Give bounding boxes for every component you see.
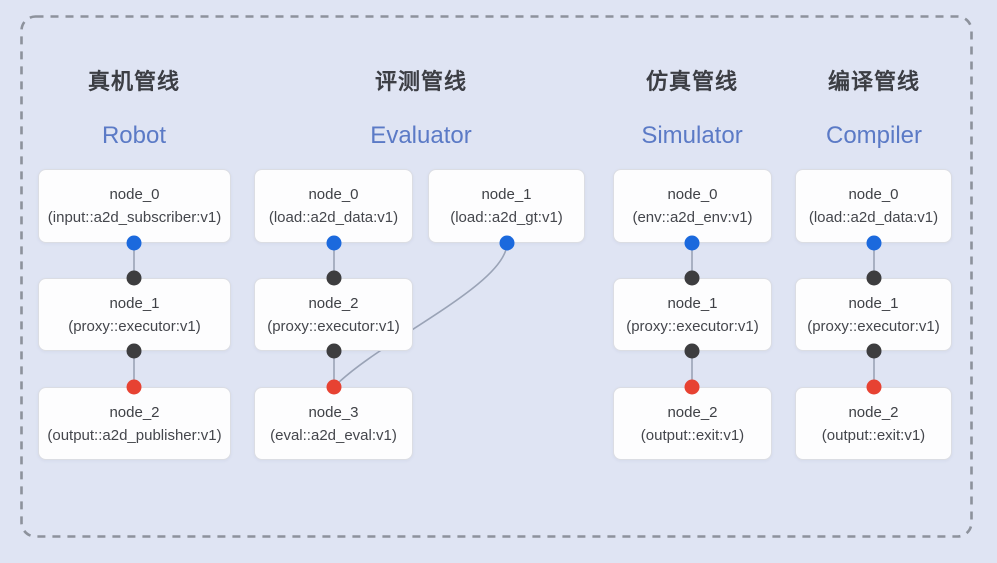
port-out-black-dot	[684, 343, 700, 359]
port-in-red-dot	[326, 379, 342, 395]
node-box-evaluator-0: node_0 (load::a2d_data:v1)	[254, 169, 413, 243]
dashed-border	[20, 15, 973, 538]
node-type: (load::a2d_gt:v1)	[450, 209, 563, 226]
node-box-simulator-1: node_1 (proxy::executor:v1)	[613, 278, 772, 351]
port-in-black-dot	[326, 270, 342, 286]
node-type: (input::a2d_subscriber:v1)	[47, 209, 222, 226]
node-type: (output::a2d_publisher:v1)	[47, 426, 222, 444]
node-name: node_0	[109, 186, 160, 203]
node-type: (proxy::executor:v1)	[807, 317, 940, 335]
node-name: node_2	[109, 403, 160, 421]
node-box-evaluator-3: node_3 (eval::a2d_eval:v1)	[254, 387, 413, 460]
node-name: node_2	[667, 403, 718, 421]
pipeline-title-cn-simulator: 仿真管线	[645, 69, 739, 94]
port-out-blue-dot	[866, 235, 882, 251]
port-out-blue-dot	[684, 235, 700, 251]
node-name: node_0	[667, 186, 718, 203]
port-out-blue-dot	[499, 235, 515, 251]
port-in-red-dot	[684, 379, 700, 395]
node-box-simulator-0: node_0 (env::a2d_env:v1)	[613, 169, 772, 243]
node-type: (load::a2d_data:v1)	[268, 209, 399, 226]
node-type: (proxy::executor:v1)	[626, 317, 759, 335]
port-in-black-dot	[684, 270, 700, 286]
node-box-robot-1: node_1 (proxy::executor:v1)	[38, 278, 231, 351]
node-box-evaluator-1: node_1 (load::a2d_gt:v1)	[428, 169, 585, 243]
node-box-robot-0: node_0 (input::a2d_subscriber:v1)	[38, 169, 231, 243]
node-box-robot-2: node_2 (output::a2d_publisher:v1)	[38, 387, 231, 460]
node-type: (proxy::executor:v1)	[267, 317, 400, 335]
node-type: (load::a2d_data:v1)	[808, 209, 939, 226]
node-type: (output::exit:v1)	[821, 426, 926, 444]
port-in-red-dot	[126, 379, 142, 395]
node-box-compiler-2: node_2 (output::exit:v1)	[795, 387, 952, 460]
pipeline-title-en-simulator: Simulator	[641, 122, 743, 149]
pipeline-title-en-robot: Robot	[101, 122, 167, 149]
node-name: node_1	[481, 186, 532, 203]
pipeline-title-cn-compiler: 编译管线	[827, 69, 921, 94]
node-name: node_2	[848, 403, 899, 421]
pipeline-title-en-evaluator: Evaluator	[370, 122, 472, 149]
port-out-black-dot	[126, 343, 142, 359]
node-name: node_0	[848, 186, 899, 203]
node-name: node_1	[667, 294, 718, 312]
node-box-compiler-0: node_0 (load::a2d_data:v1)	[795, 169, 952, 243]
port-out-blue-dot	[326, 235, 342, 251]
node-box-simulator-2: node_2 (output::exit:v1)	[613, 387, 772, 460]
pipeline-title-en-compiler: Compiler	[825, 122, 923, 149]
port-out-black-dot	[866, 343, 882, 359]
edge-curve-gt-to-eval	[333, 242, 508, 388]
node-type: (env::a2d_env:v1)	[632, 209, 753, 226]
port-out-black-dot	[326, 343, 342, 359]
port-in-black-dot	[866, 270, 882, 286]
port-out-blue-dot	[126, 235, 142, 251]
node-name: node_0	[308, 186, 359, 203]
pipeline-title-cn-evaluator: 评测管线	[374, 69, 468, 94]
node-name: node_3	[308, 403, 359, 421]
node-box-evaluator-2: node_2 (proxy::executor:v1)	[254, 278, 413, 351]
node-name: node_1	[109, 294, 160, 312]
pipeline-title-cn-robot: 真机管线	[87, 69, 181, 94]
node-type: (output::exit:v1)	[640, 426, 745, 444]
node-type: (eval::a2d_eval:v1)	[270, 426, 397, 444]
port-in-red-dot	[866, 379, 882, 395]
node-name: node_1	[848, 294, 899, 312]
node-type: (proxy::executor:v1)	[68, 317, 201, 335]
port-in-black-dot	[126, 270, 142, 286]
node-box-compiler-1: node_1 (proxy::executor:v1)	[795, 278, 952, 351]
node-name: node_2	[308, 294, 359, 312]
